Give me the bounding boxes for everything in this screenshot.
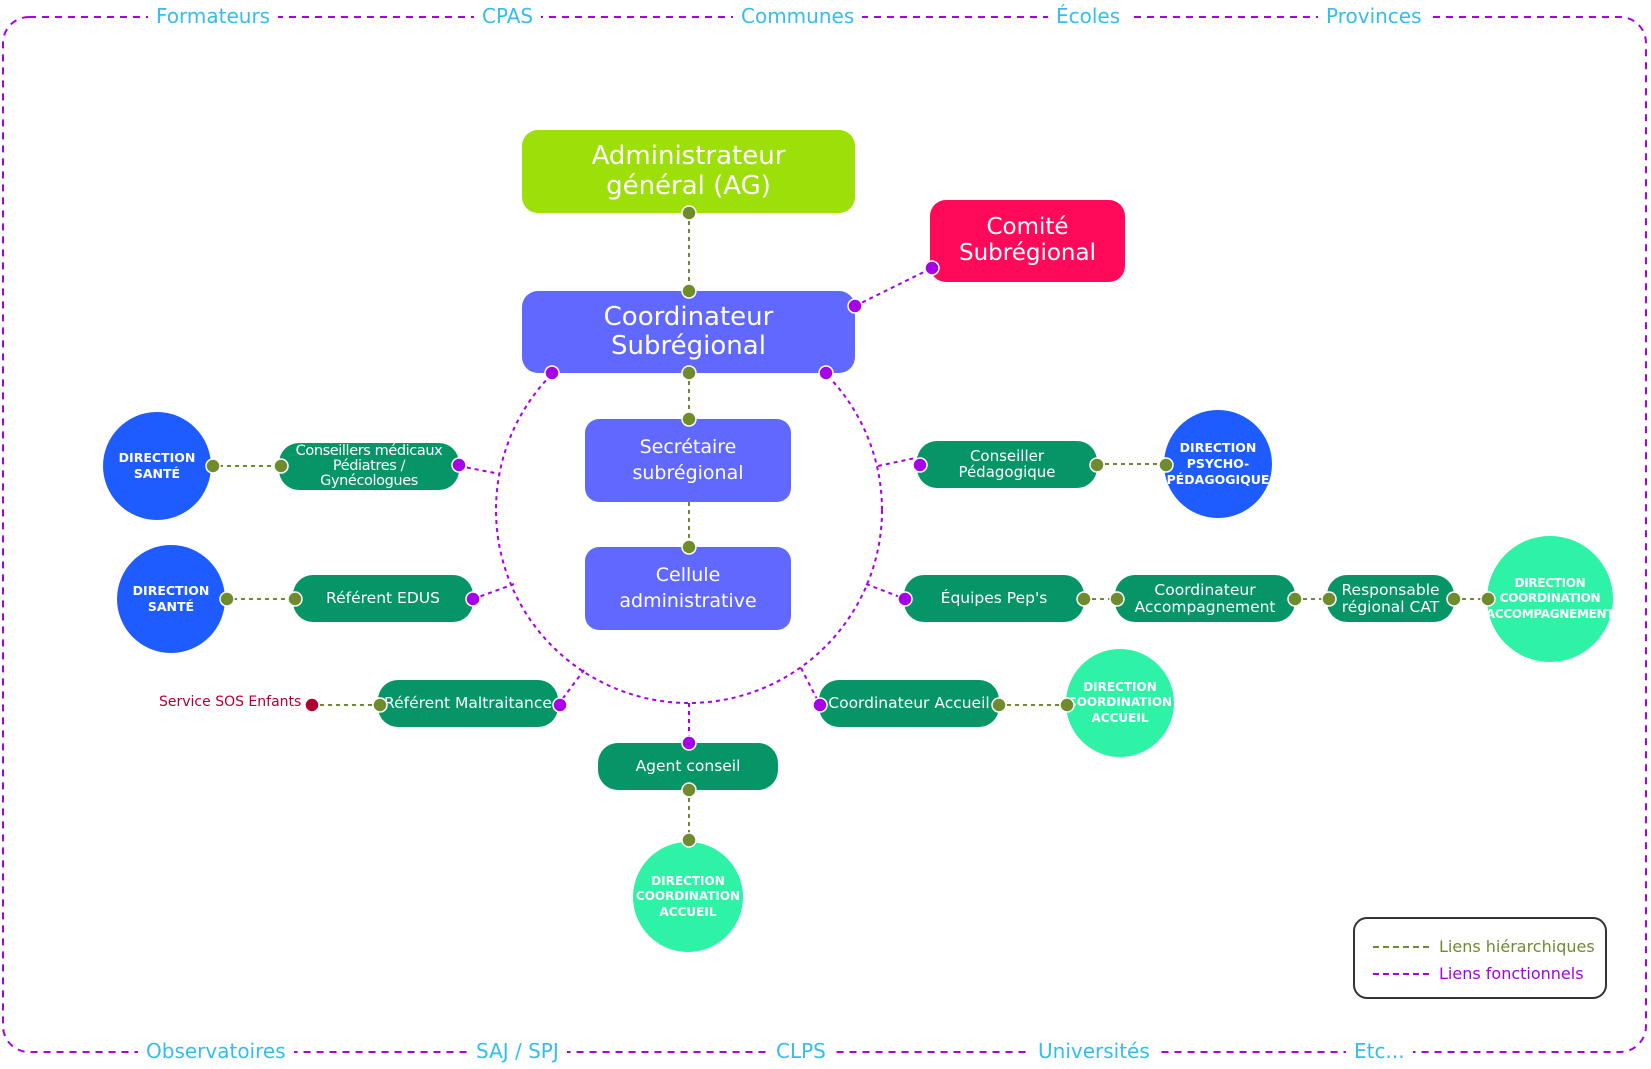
legend-functional-label: Liens fonctionnels bbox=[1439, 964, 1584, 983]
link-ring-accueil bbox=[800, 667, 821, 706]
top-label-formateurs: Formateurs bbox=[148, 4, 279, 28]
node-responsable-cat: Responsable régional CAT bbox=[1327, 575, 1454, 622]
bottom-label-universites: Universités bbox=[1030, 1039, 1158, 1063]
direction-coordination-accueil-right: DIRECTION COORDINATION ACCUEIL bbox=[1066, 649, 1174, 757]
node-equipes-peps: Équipes Pep's bbox=[904, 575, 1084, 622]
node-coordinateur-subregional: Coordinateur Subrégional bbox=[522, 291, 855, 373]
node-coordinateur-accueil: Coordinateur Accueil bbox=[819, 680, 999, 727]
node-secretaire-subregional: Secrétaire subrégional bbox=[585, 419, 791, 502]
link-edus-ring bbox=[472, 583, 515, 600]
top-label-ecoles: Écoles bbox=[1048, 4, 1129, 28]
top-label-cpas: CPAS bbox=[474, 4, 542, 28]
node-conseiller-pedagogique: Conseiller Pédagogique bbox=[917, 441, 1097, 488]
link-coord-comite bbox=[854, 267, 933, 307]
node-cellule-administrative: Cellule administrative bbox=[585, 547, 791, 630]
link-conseillers-ring bbox=[458, 465, 501, 475]
node-referent-edus: Référent EDUS bbox=[293, 575, 473, 622]
legend: Liens hiérarchiques Liens fonctionnels bbox=[1353, 917, 1607, 999]
node-coordinateur-accompagnement: Coordinateur Accompagnement bbox=[1115, 575, 1295, 622]
top-label-provinces: Provinces bbox=[1318, 4, 1430, 28]
link-ring-pedagogique bbox=[877, 456, 921, 467]
node-referent-maltraitance: Référent Maltraitance bbox=[378, 680, 558, 727]
direction-coordination-accompagnement: DIRECTION COORDINATION ACCOMPAGNEMENT bbox=[1486, 536, 1614, 662]
bottom-label-saj-spj: SAJ / SPJ bbox=[468, 1039, 567, 1063]
node-agent-conseil: Agent conseil bbox=[598, 743, 778, 790]
functional-ring bbox=[495, 316, 883, 704]
link-ring-peps bbox=[865, 583, 906, 600]
node-administrateur-general: Administrateur général (AG) bbox=[522, 130, 855, 213]
bottom-label-etc: Etc... bbox=[1346, 1039, 1413, 1063]
top-label-communes: Communes bbox=[733, 4, 863, 28]
node-conseillers-medicaux: Conseillers médicaux Pédiatres / Gynécol… bbox=[279, 443, 459, 490]
node-comite-subregional: Comité Subrégional bbox=[930, 200, 1125, 282]
legend-hierarchical-swatch bbox=[1373, 945, 1429, 948]
direction-coordination-accueil-bottom: DIRECTION COORDINATION ACCUEIL bbox=[633, 842, 743, 952]
direction-sante-2: DIRECTION SANTÉ bbox=[117, 545, 225, 653]
legend-hierarchical: Liens hiérarchiques bbox=[1373, 937, 1595, 956]
bottom-label-clps: CLPS bbox=[768, 1039, 834, 1063]
legend-functional-swatch bbox=[1373, 972, 1429, 975]
legend-functional: Liens fonctionnels bbox=[1373, 964, 1584, 983]
direction-sante-1: DIRECTION SANTÉ bbox=[103, 412, 211, 520]
direction-psycho-pedagogique: DIRECTION PSYCHO- PÉDAGOGIQUE bbox=[1164, 410, 1272, 518]
service-sos-enfants-label: Service SOS Enfants bbox=[159, 694, 302, 710]
link-maltraitance-ring bbox=[557, 669, 585, 706]
bottom-label-observatoires: Observatoires bbox=[138, 1039, 294, 1063]
legend-hierarchical-label: Liens hiérarchiques bbox=[1439, 937, 1595, 956]
